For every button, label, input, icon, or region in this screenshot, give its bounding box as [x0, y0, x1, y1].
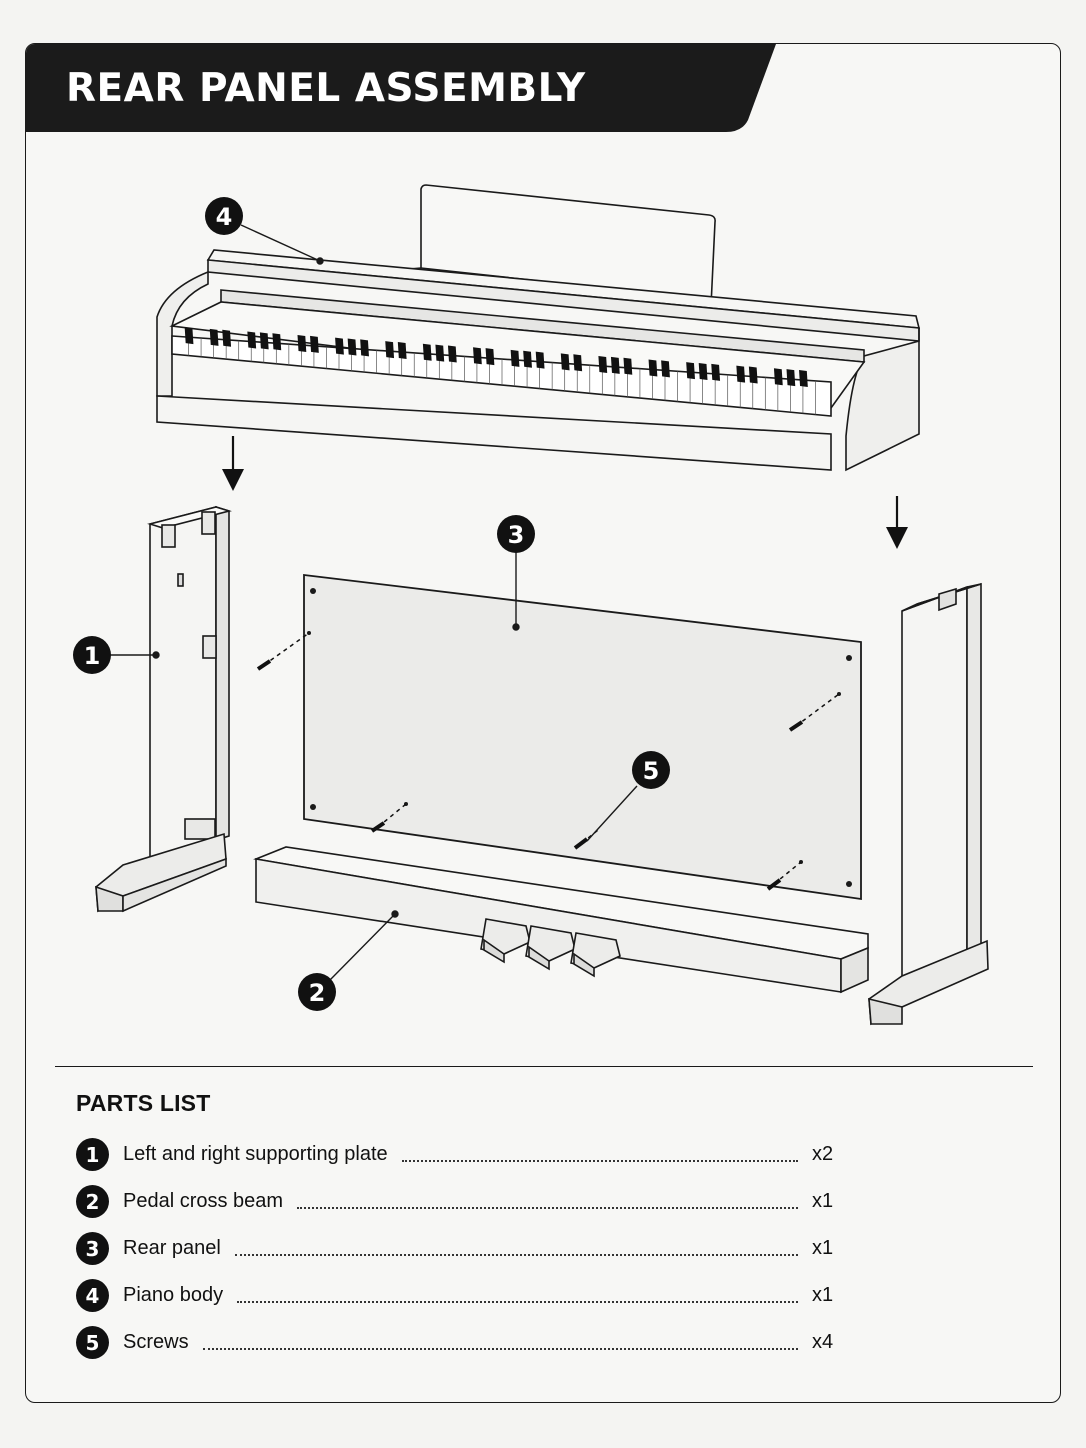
part-number-badge: 4: [76, 1279, 109, 1312]
page-title: REAR PANEL ASSEMBLY: [66, 66, 586, 111]
callout-4-number: 4: [216, 203, 233, 231]
parts-list-item: 4 Piano body x1: [76, 1272, 836, 1319]
left-supporting-plate: [95, 505, 232, 913]
black-keys: [184, 327, 808, 388]
callout-1: 1: [73, 636, 111, 674]
banner-shape: [26, 44, 776, 132]
assembly-sheet: REAR PANEL ASSEMBLY: [25, 43, 1061, 1403]
dot-leader: [297, 1206, 798, 1209]
callout-3-number: 3: [508, 521, 525, 549]
part-name: Screws: [123, 1331, 189, 1353]
pedals: [480, 918, 621, 978]
dot-leader: [401, 1159, 798, 1162]
parts-list-item: 1 Left and right supporting plate x2: [76, 1131, 836, 1178]
part-number-badge: 1: [76, 1138, 109, 1171]
parts-list-item: 2 Pedal cross beam x1: [76, 1178, 836, 1225]
screws: [256, 632, 840, 891]
part-number-badge: 2: [76, 1185, 109, 1218]
dot-leader: [237, 1300, 798, 1303]
part-name: Left and right supporting plate: [123, 1143, 388, 1165]
parts-list-item: 3 Rear panel x1: [76, 1225, 836, 1272]
callout-4: 4: [205, 197, 243, 235]
part-quantity: x1: [812, 1237, 834, 1259]
parts-list-item: 5 Screws x4: [76, 1319, 836, 1366]
part-name: Pedal cross beam: [123, 1190, 284, 1212]
part-number-badge: 3: [76, 1232, 109, 1265]
callout-1-number: 1: [84, 642, 101, 670]
part-quantity: x1: [812, 1190, 834, 1212]
parts-list-heading: PARTS LIST: [76, 1090, 211, 1116]
pedal-cross-beam: [253, 846, 869, 994]
dot-leader: [234, 1253, 798, 1256]
exploded-view-diagram: 4 1 3 5 2: [73, 184, 989, 1026]
callout-5: 5: [632, 751, 670, 789]
section-divider: [55, 1066, 1033, 1067]
callout-3: 3: [497, 515, 535, 553]
part-name: Piano body: [123, 1284, 224, 1306]
callout-leaders: [110, 224, 638, 982]
callout-2: 2: [298, 973, 336, 1011]
part-quantity: x2: [812, 1143, 834, 1165]
part-number-badge: 5: [76, 1326, 109, 1359]
callout-2-number: 2: [309, 979, 326, 1007]
part-name: Rear panel: [123, 1237, 221, 1259]
part-quantity: x1: [812, 1284, 834, 1306]
right-supporting-plate: [868, 582, 989, 1026]
dot-leader: [202, 1347, 798, 1350]
parts-list: PARTS LIST 1 Left and right supporting p…: [76, 1090, 836, 1366]
rear-panel: [303, 573, 862, 901]
panel-holes: [307, 588, 852, 887]
title-banner: REAR PANEL ASSEMBLY: [26, 44, 786, 132]
piano-body: [156, 184, 921, 472]
callout-5-number: 5: [643, 757, 660, 785]
part-quantity: x4: [812, 1331, 834, 1353]
